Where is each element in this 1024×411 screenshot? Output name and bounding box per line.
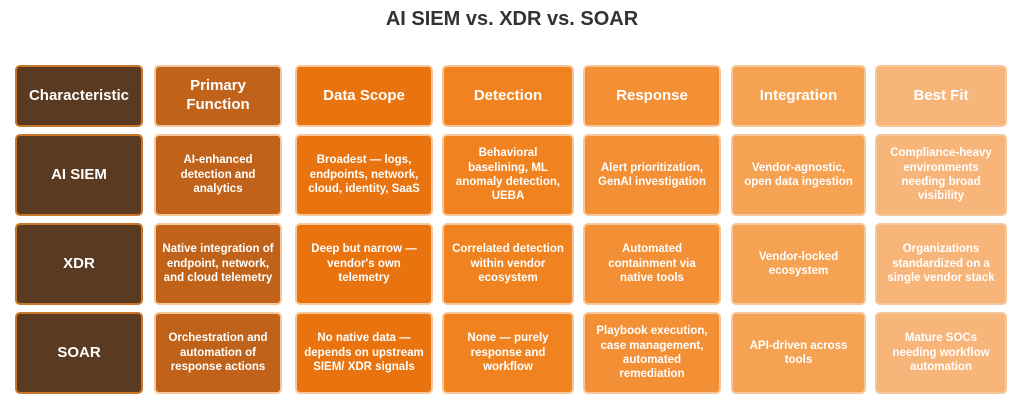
table-cell: AI-enhanced detection and analytics bbox=[154, 134, 282, 216]
header-cell: Best Fit bbox=[875, 65, 1007, 127]
row-label: AI SIEM bbox=[15, 134, 143, 216]
table-cell: Alert prioritization, GenAI investigatio… bbox=[583, 134, 721, 216]
table-cell: Playbook execution, case management, aut… bbox=[583, 312, 721, 394]
page-title: AI SIEM vs. XDR vs. SOAR bbox=[385, 8, 639, 30]
table-cell: Mature SOCs needing workflow automation bbox=[875, 312, 1007, 394]
row-label: SOAR bbox=[15, 312, 143, 394]
table-cell: Compliance-heavy environments needing br… bbox=[875, 134, 1007, 216]
table-cell: Orchestration and automation of response… bbox=[154, 312, 282, 394]
row-label: XDR bbox=[15, 223, 143, 305]
table-cell: Organizations standardized on a single v… bbox=[875, 223, 1007, 305]
table-cell: No native data — depends on upstream SIE… bbox=[295, 312, 433, 394]
table-cell: Vendor-locked ecosystem bbox=[731, 223, 866, 305]
table-cell: API-driven across tools bbox=[731, 312, 866, 394]
table-cell: Behavioral baselining, ML anomaly detect… bbox=[442, 134, 574, 216]
header-cell: Detection bbox=[442, 65, 574, 127]
header-cell: Response bbox=[583, 65, 721, 127]
table-cell: Native integration of endpoint, network,… bbox=[154, 223, 282, 305]
table-cell: Vendor-agnostic, open data ingestion bbox=[731, 134, 866, 216]
table-cell: Correlated detection within vendor ecosy… bbox=[442, 223, 574, 305]
header-cell: Data Scope bbox=[295, 65, 433, 127]
table-cell: Broadest — logs, endpoints, network, clo… bbox=[295, 134, 433, 216]
table-cell: Automated containment via native tools bbox=[583, 223, 721, 305]
header-cell: Characteristic bbox=[15, 65, 143, 127]
header-cell: Primary Function bbox=[154, 65, 282, 127]
table-cell: Deep but narrow — vendor's own telemetry bbox=[295, 223, 433, 305]
header-cell: Integration bbox=[731, 65, 866, 127]
table-cell: None — purely response and workflow bbox=[442, 312, 574, 394]
